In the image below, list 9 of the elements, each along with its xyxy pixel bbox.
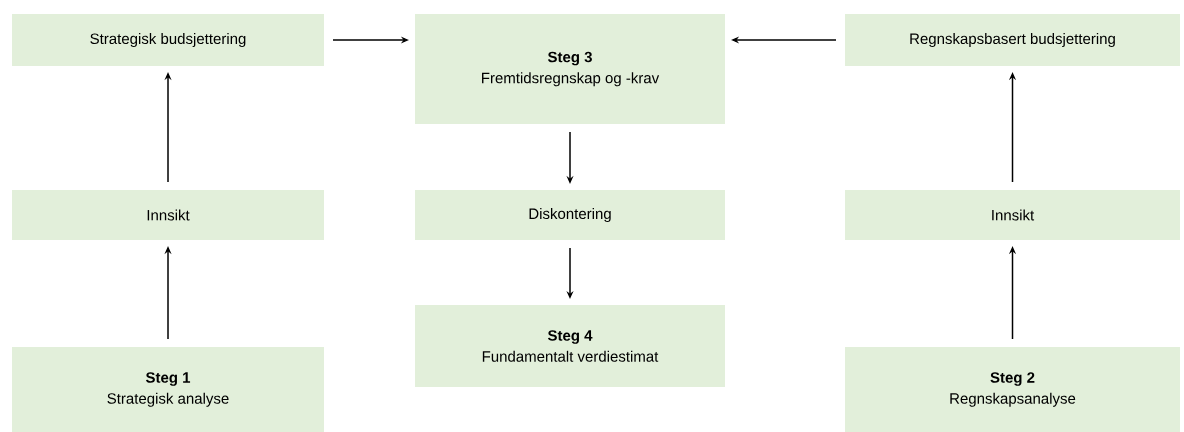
- process-box: Steg 4 Fundamentalt verdiestimat: [415, 305, 725, 387]
- process-box: Steg 2 Regnskapsanalyse: [845, 347, 1180, 432]
- process-box: Steg 1 Strategisk analyse: [12, 347, 324, 432]
- process-box: Innsikt: [12, 190, 324, 240]
- process-box: Strategisk budsjettering: [12, 14, 324, 66]
- process-box: Innsikt: [845, 190, 1180, 240]
- process-box: Regnskapsbasert budsjettering: [845, 14, 1180, 66]
- process-box: Steg 3 Fremtidsregnskap og -krav: [415, 14, 725, 124]
- process-box: Diskontering: [415, 190, 725, 240]
